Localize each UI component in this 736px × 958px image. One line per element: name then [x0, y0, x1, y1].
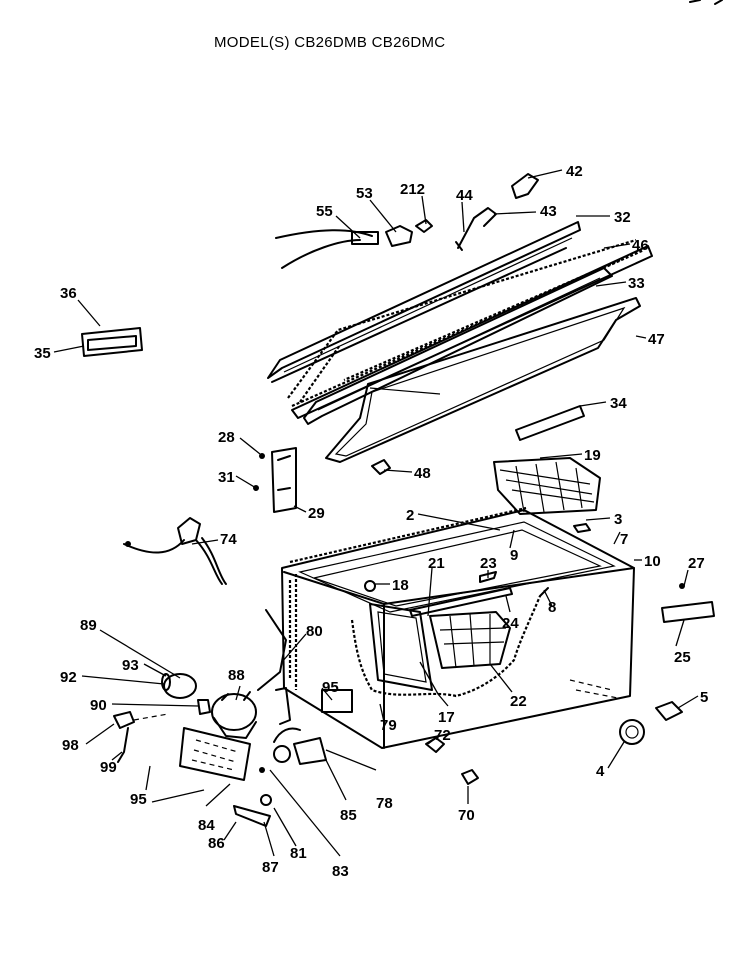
callout-18: 18 [392, 577, 409, 594]
cabinet-small-parts [364, 523, 715, 623]
callout-19: 19 [584, 447, 601, 464]
callout-80: 80 [306, 623, 323, 640]
callout-78: 78 [376, 795, 393, 812]
callout-92: 92 [60, 669, 77, 686]
callout-46: 46 [632, 237, 649, 254]
cabinet-side-coil [350, 587, 549, 698]
callout-25: 25 [674, 649, 691, 666]
lid-inner-panel [303, 267, 613, 425]
callout-87: 87 [262, 859, 279, 876]
relay-parts [113, 673, 211, 763]
callout-35: 35 [34, 345, 51, 362]
callout-53: 53 [356, 185, 373, 202]
lid-liner [325, 297, 641, 463]
callout-31: 31 [218, 469, 235, 486]
callout-95-lower: 95 [130, 791, 147, 808]
small-parts [257, 609, 301, 806]
divider-panel [369, 603, 433, 691]
callout-86: 86 [208, 835, 225, 852]
callout-89: 89 [80, 617, 97, 634]
callout-24: 24 [502, 615, 519, 632]
callout-55: 55 [316, 203, 333, 220]
callout-23: 23 [480, 555, 497, 572]
corner-marks [689, 0, 723, 5]
callout-labels: 42 212 53 44 43 55 32 46 33 47 36 35 34 … [34, 163, 708, 880]
callout-90: 90 [90, 697, 107, 714]
callout-32: 32 [614, 209, 631, 226]
callout-44: 44 [456, 187, 473, 204]
model-title: MODEL(S) CB26DMB CB26DMC [214, 34, 446, 51]
callout-21: 21 [428, 555, 445, 572]
callout-70: 70 [458, 807, 475, 824]
callout-33: 33 [628, 275, 645, 292]
callout-79: 79 [380, 717, 397, 734]
callout-5: 5 [700, 689, 708, 706]
upper-basket [493, 457, 601, 515]
callout-74: 74 [220, 531, 237, 548]
callout-2: 2 [406, 507, 414, 524]
lid-stop-part [371, 459, 391, 475]
lower-basket [429, 611, 511, 669]
callout-81: 81 [290, 845, 307, 862]
callout-4: 4 [596, 763, 605, 780]
leader-lines [53, 169, 699, 857]
trim-strip [515, 405, 585, 441]
callout-43: 43 [540, 203, 557, 220]
divider-bar [409, 571, 513, 617]
callout-9: 9 [510, 547, 518, 564]
callout-98: 98 [62, 737, 79, 754]
callout-34: 34 [610, 395, 627, 412]
lid-light-wiring [275, 173, 539, 269]
compressor [211, 691, 257, 739]
power-cord [123, 517, 227, 585]
callout-17: 17 [438, 709, 455, 726]
callout-7: 7 [620, 531, 628, 548]
leveling-legs [425, 737, 479, 785]
handle-part [81, 327, 143, 357]
callout-72: 72 [434, 727, 451, 744]
callout-84: 84 [198, 817, 215, 834]
hinge-part [253, 447, 297, 513]
lid-outer-frame [267, 221, 581, 383]
lid-gasket-coil [287, 238, 653, 419]
callout-3: 3 [614, 511, 622, 528]
callout-10: 10 [644, 553, 661, 570]
callout-212: 212 [400, 181, 425, 198]
callout-95-upper: 95 [322, 679, 339, 696]
thermostat-knob [619, 701, 683, 745]
callout-93: 93 [122, 657, 139, 674]
callout-36: 36 [60, 285, 77, 302]
callout-22: 22 [510, 693, 527, 710]
callout-27: 27 [688, 555, 705, 572]
callout-99: 99 [100, 759, 117, 776]
drain-fitting [273, 689, 353, 765]
callout-48: 48 [414, 465, 431, 482]
drain-dashes [569, 679, 619, 699]
bracket-part [233, 805, 271, 827]
callout-42: 42 [566, 163, 583, 180]
callout-29: 29 [308, 505, 325, 522]
callout-47: 47 [648, 331, 665, 348]
callout-83: 83 [332, 863, 349, 880]
callout-88: 88 [228, 667, 245, 684]
callout-28: 28 [218, 429, 235, 446]
condenser-panel [179, 727, 251, 781]
callout-85: 85 [340, 807, 357, 824]
callout-8: 8 [548, 599, 556, 616]
